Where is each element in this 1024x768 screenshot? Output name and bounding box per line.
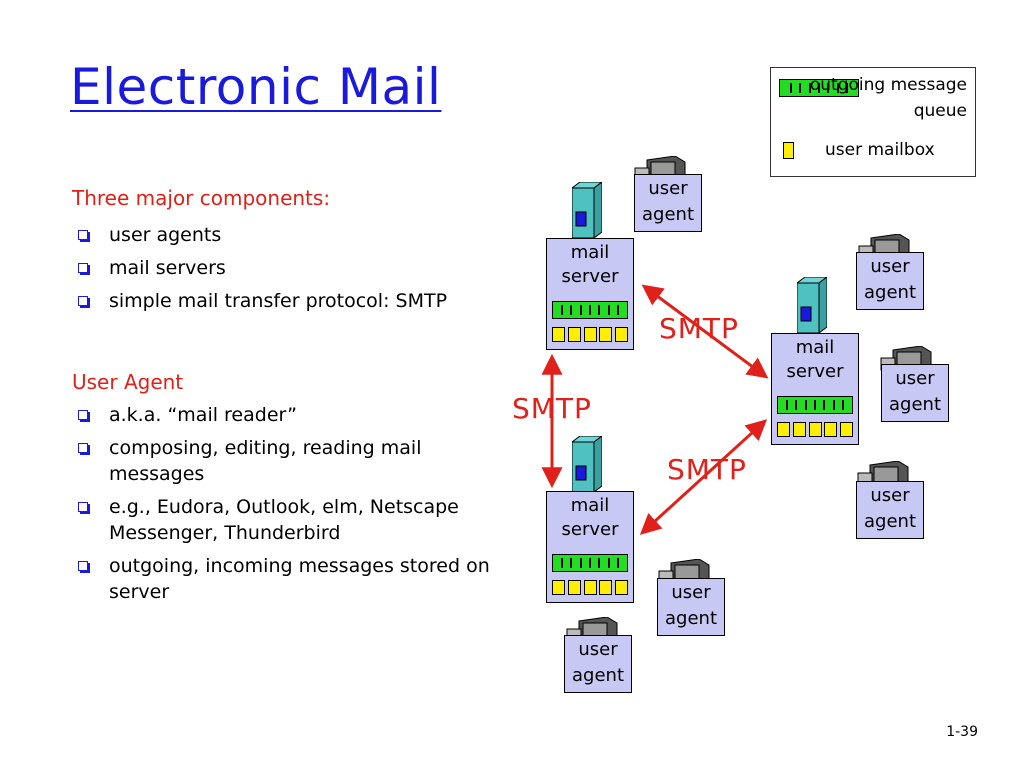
user-mailboxes (552, 580, 628, 595)
list-item: simple mail transfer protocol: SMTP (72, 288, 469, 314)
user-agent-heading: User Agent (72, 370, 184, 394)
checkbox-bullet-icon (78, 263, 88, 273)
mail-server-right: mail server (771, 333, 859, 445)
page-number: 1-39 (946, 724, 978, 740)
user-agent-box: user agent (657, 578, 725, 636)
queue-legend-label: outgoing message queue (809, 75, 967, 121)
list-item: mail servers (72, 255, 502, 281)
checkbox-bullet-icon (78, 502, 88, 512)
queue-legend-icon (779, 79, 859, 97)
slide-title: Electronic Mail (70, 58, 442, 116)
checkbox-bullet-icon (78, 561, 88, 571)
mail-server-top: mail server (546, 238, 634, 350)
list-item: e.g., Eudora, Outlook, elm, Netscape Mes… (72, 494, 502, 546)
server-tower-icon (572, 436, 602, 492)
mailbox-legend-icon (783, 142, 794, 159)
list-item: user agents (72, 222, 502, 248)
checkbox-bullet-icon (78, 230, 88, 240)
user-agent-box: user agent (564, 635, 632, 693)
message-queue (777, 396, 853, 414)
message-queue (552, 301, 628, 319)
user-agent-box: user agent (634, 174, 702, 232)
user-agent-box: user agent (881, 364, 949, 422)
user-mailboxes (552, 327, 628, 342)
user-agent-box: user agent (856, 481, 924, 539)
user-agent-list: a.k.a. “mail reader” composing, editing,… (72, 402, 502, 612)
checkbox-bullet-icon (78, 296, 88, 306)
list-item: outgoing, incoming messages stored on se… (72, 553, 529, 605)
message-queue (552, 554, 628, 572)
user-mailboxes (777, 422, 853, 437)
list-item: composing, editing, reading mail message… (72, 435, 489, 487)
mail-server-bottom: mail server (546, 491, 634, 603)
list-item: a.k.a. “mail reader” (72, 402, 502, 428)
smtp-label-bottom: SMTP (667, 453, 747, 486)
components-list: user agents mail servers simple mail tra… (72, 222, 502, 321)
legend: outgoing message queue user mailbox (770, 67, 976, 177)
server-tower-icon (572, 182, 602, 238)
checkbox-bullet-icon (78, 443, 88, 453)
checkbox-bullet-icon (78, 410, 88, 420)
smtp-label-top: SMTP (659, 312, 739, 345)
mailbox-legend-label: user mailbox (825, 140, 935, 160)
smtp-label-left: SMTP (512, 392, 592, 425)
components-heading: Three major components: (72, 186, 331, 210)
server-tower-icon (797, 277, 827, 333)
user-agent-box: user agent (856, 252, 924, 310)
